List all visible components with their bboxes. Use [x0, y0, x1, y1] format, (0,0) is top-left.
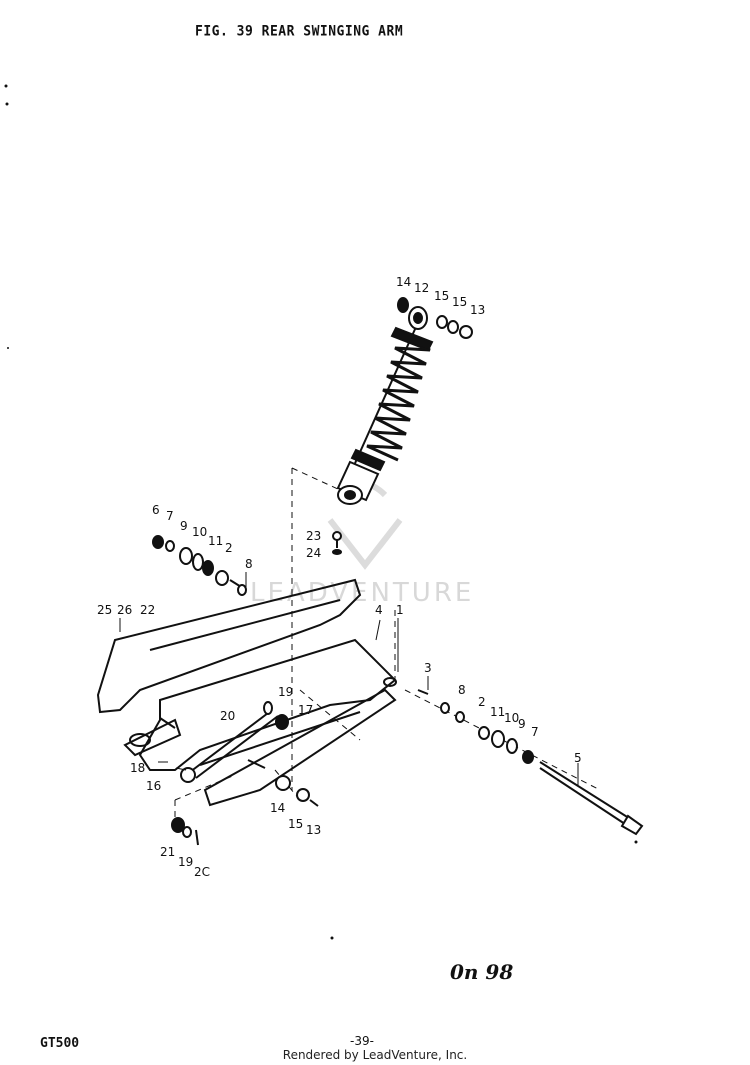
- shock-spring: [366, 333, 431, 462]
- watermark: LEADVENTURE: [250, 578, 475, 608]
- right-hardware: [417, 689, 534, 764]
- callout-label: 22: [140, 603, 155, 617]
- callout-label: 21: [160, 845, 175, 859]
- callout-label: 15: [452, 295, 467, 309]
- callout-label: 14: [396, 275, 411, 289]
- callout-label: 13: [306, 823, 321, 837]
- callout-label: 8: [458, 683, 466, 697]
- callout-label: 24: [306, 546, 321, 560]
- page-number: -39-: [350, 1034, 374, 1048]
- grease-nipple: [332, 531, 342, 555]
- callout-label: 26: [117, 603, 132, 617]
- callout-label: 4: [375, 603, 383, 617]
- callout-label: 7: [531, 725, 539, 739]
- callout-label: 5: [574, 751, 582, 765]
- callout-label: 15: [434, 289, 449, 303]
- callout-label: 9: [518, 717, 526, 731]
- adjuster-rod: [159, 701, 289, 783]
- callout-label: 10: [192, 525, 207, 539]
- callout-label: 6: [152, 503, 160, 517]
- callout-label: 13: [470, 303, 485, 317]
- callout-label: 9: [180, 519, 188, 533]
- callout-label: 14: [270, 801, 285, 815]
- rendered-by: Rendered by LeadVenture, Inc.: [282, 1048, 468, 1062]
- callout-label: 8: [245, 557, 253, 571]
- callout-label: 3: [424, 661, 432, 675]
- callout-label: 1: [396, 603, 404, 617]
- callout-label: 7: [166, 509, 174, 523]
- callout-label: 23: [306, 529, 321, 543]
- callout-label: 2: [225, 541, 233, 555]
- swing-arm: [96, 578, 397, 807]
- callout-label: 19: [278, 685, 293, 699]
- left-hardware: [152, 535, 247, 596]
- bottom-hardware: [171, 775, 319, 846]
- figure-title: FIG. 39 REAR SWINGING ARM: [195, 23, 404, 40]
- model-label: GT500: [40, 1036, 80, 1051]
- leader-lines: [119, 572, 579, 785]
- callout-label: 17: [298, 703, 313, 717]
- callout-label: 18: [130, 761, 145, 775]
- callout-label: 15: [288, 817, 303, 831]
- callout-label: 10: [504, 711, 519, 725]
- callout-label: 2: [478, 695, 486, 709]
- pivot-bolt: [539, 761, 644, 836]
- callout-label: 20: [220, 709, 235, 723]
- callout-label: 25: [97, 603, 112, 617]
- construction-lines: [174, 467, 601, 830]
- callout-label: 11: [208, 534, 223, 548]
- callout-label: 16: [146, 779, 161, 793]
- callout-label: 12: [414, 281, 429, 295]
- scan-specks: [4, 84, 638, 940]
- shock-top-hardware: [397, 297, 473, 339]
- callout-label: 2C: [194, 865, 210, 879]
- callouts: 14 12 15 15 13 6 7 9 10 11 2 8 23 24 25 …: [97, 275, 582, 879]
- shock-absorber: [336, 306, 434, 505]
- callout-label: 11: [490, 705, 505, 719]
- callout-label: 19: [178, 855, 193, 869]
- handwritten-note: 0n 98: [450, 960, 514, 984]
